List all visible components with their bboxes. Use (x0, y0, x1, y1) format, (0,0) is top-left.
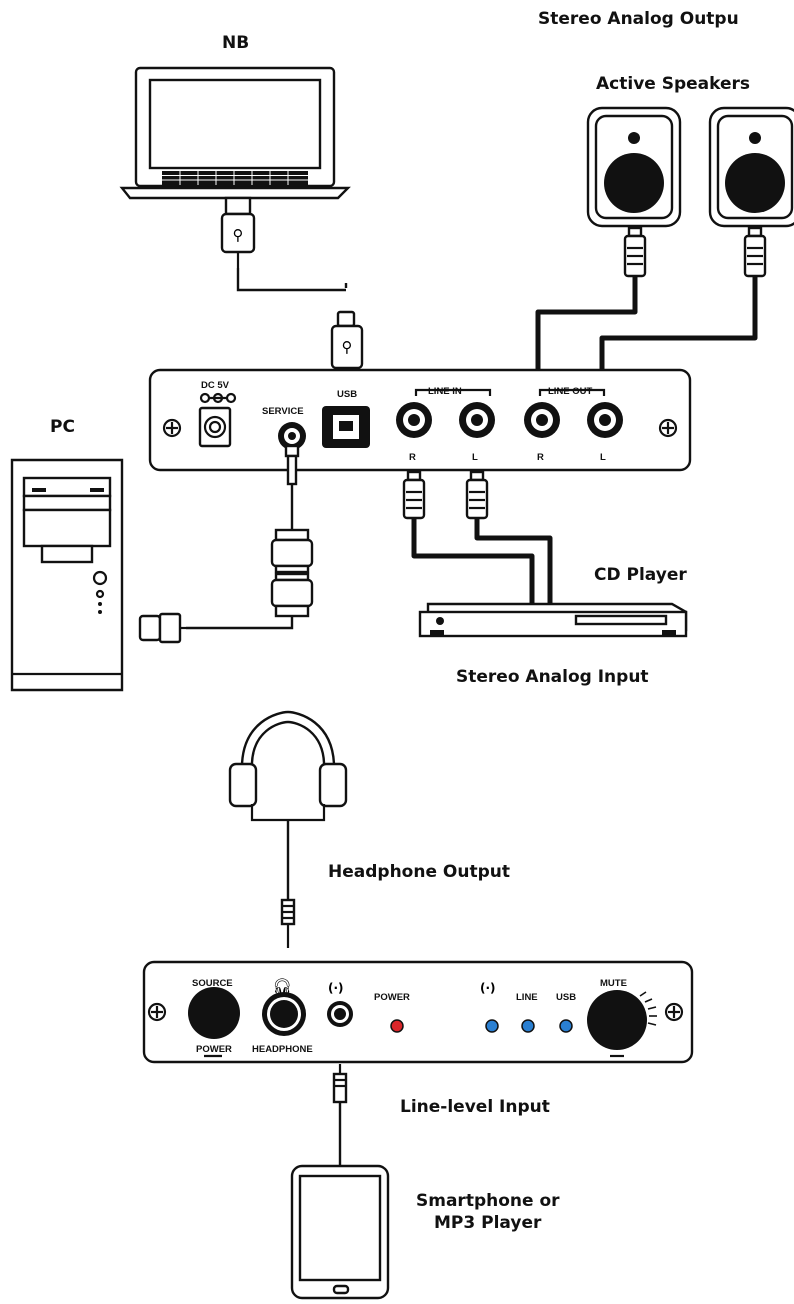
source-label: SOURCE (192, 978, 233, 989)
smartphone-label-line1: Smartphone or (416, 1191, 560, 1211)
usb-b-port-icon (322, 406, 370, 448)
active-speakers-label: Active Speakers (596, 74, 750, 94)
rca-jack-icon (396, 402, 432, 438)
line-in-r-label: R (409, 452, 416, 463)
service-cable (186, 444, 314, 630)
input-led (485, 1019, 499, 1033)
rca-jack-icon (524, 402, 560, 438)
headphone-jack-label: HEADPHONE (252, 1044, 313, 1055)
line-led (521, 1019, 535, 1033)
pc-tower-icon (10, 458, 124, 692)
line-out-l-label: L (600, 452, 606, 463)
polarity-icon (199, 392, 237, 404)
line-in-l-label: L (472, 452, 478, 463)
cd-player-icon (418, 602, 688, 638)
front-panel (142, 960, 694, 1064)
line-input-jack[interactable] (327, 1001, 353, 1027)
line-in-cable-r (411, 518, 535, 604)
power-led-label: POWER (374, 992, 410, 1003)
cd-player-label: CD Player (594, 565, 687, 585)
line-in-cable-l (474, 518, 553, 604)
line-out-cable-r (535, 276, 638, 420)
line-out-r-label: R (537, 452, 544, 463)
headphone-icon: 🎧︎ (272, 977, 292, 996)
source-knob[interactable] (188, 987, 240, 1039)
service-jack-icon (278, 422, 306, 450)
usb-b-plug-icon: ⚲ (330, 310, 364, 370)
line-source-icon: (·) (480, 981, 496, 995)
usb-led (559, 1019, 573, 1033)
rca-plug-icon (743, 226, 767, 278)
line-input-icon: (·) (328, 981, 344, 995)
line-level-cable (332, 1064, 348, 1166)
laptop-icon (119, 66, 351, 200)
headphones-icon (228, 710, 348, 948)
svg-text:⚲: ⚲ (233, 226, 244, 244)
smartphone-icon (290, 1164, 390, 1300)
usb-port-label: USB (337, 389, 357, 400)
rca-jack-icon (587, 402, 623, 438)
stereo-analog-output-label: Stereo Analog Outpu (538, 9, 739, 29)
headphone-jack[interactable] (262, 992, 306, 1036)
rca-jack-icon (459, 402, 495, 438)
speaker-left-icon (586, 106, 682, 228)
usb-cable (236, 268, 346, 292)
rca-plug-icon (465, 470, 489, 520)
dc-jack-icon (198, 406, 232, 448)
usb-led-label: USB (556, 992, 576, 1003)
usb-a-plug-icon: ⚲ (220, 196, 256, 268)
svg-text:⚲: ⚲ (342, 338, 353, 356)
pc-label: PC (50, 417, 75, 437)
line-led-label: LINE (516, 992, 538, 1003)
line-level-input-label: Line-level Input (400, 1097, 550, 1117)
stereo-analog-input-label: Stereo Analog Input (456, 667, 649, 687)
line-out-label: LINE OUT (548, 386, 593, 397)
power-led (390, 1019, 404, 1033)
power-knob-label: POWER (196, 1044, 232, 1055)
line-in-label: LINE IN (428, 386, 462, 397)
smartphone-label-line2: MP3 Player (434, 1213, 542, 1233)
rca-plug-icon (402, 470, 426, 520)
volume-knob[interactable] (587, 990, 647, 1050)
headphone-output-label: Headphone Output (328, 862, 510, 882)
nb-label: NB (222, 33, 249, 53)
service-label: SERVICE (262, 406, 304, 417)
rca-plug-icon (623, 226, 647, 278)
dc-5v-label: DC 5V (201, 380, 230, 391)
volume-scale-icon (639, 991, 657, 1026)
speaker-right-icon (708, 106, 794, 228)
mute-label: MUTE (600, 978, 627, 989)
db9-connector-icon (138, 612, 186, 644)
